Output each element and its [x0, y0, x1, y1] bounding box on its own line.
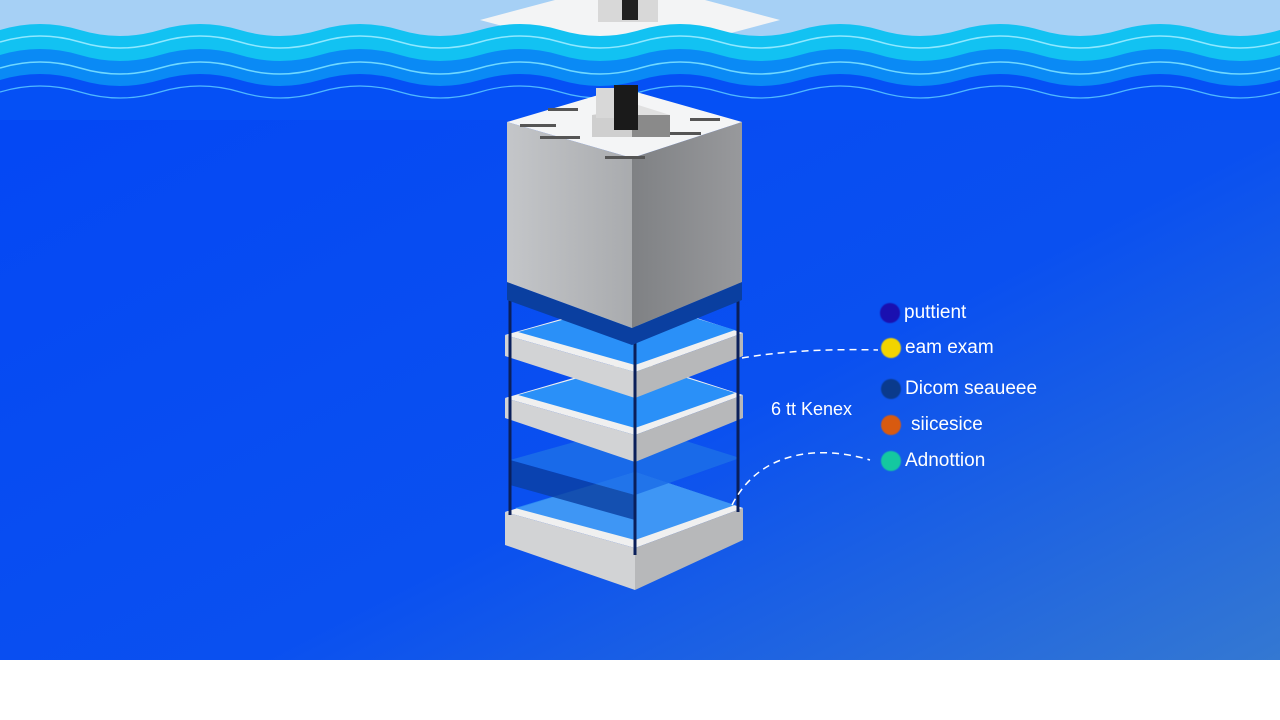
legend-item-series: Dicom seaueee [881, 378, 1037, 400]
layer-stack [505, 85, 743, 590]
legend-dot-icon [881, 379, 901, 399]
legend-label: puttient [904, 302, 967, 323]
illustration-scene [0, 0, 1280, 660]
legend-item-exam: eam exam [881, 337, 994, 359]
legend-label: Adnottion [905, 450, 986, 471]
legend-dot-icon [880, 303, 900, 323]
legend-item-annotation: Adnottion [881, 450, 985, 472]
legend-item-slice: siicesice [881, 414, 983, 436]
legend-dot-icon [881, 338, 901, 358]
legend-dot-icon [881, 451, 901, 471]
legend-label: eam exam [905, 337, 994, 358]
bottom-margin [0, 660, 1280, 720]
cube-connector [592, 85, 670, 137]
legend-dot-icon [881, 415, 901, 435]
connector-line-exam [741, 348, 879, 359]
legend-label: siicesice [911, 414, 983, 435]
side-label: 6 tt Kenex [771, 399, 853, 419]
upper-block [480, 0, 780, 60]
legend-item-patient: puttient [880, 302, 966, 324]
legend-label: Dicom seaueee [905, 378, 1038, 399]
cube-top-markings [520, 108, 720, 159]
